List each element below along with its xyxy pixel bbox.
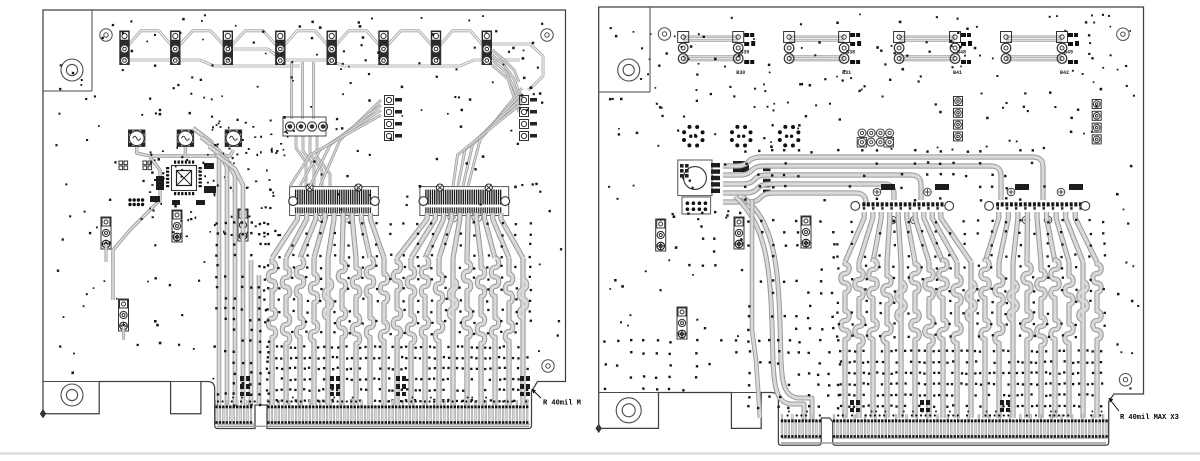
svg-text:B30: B30 bbox=[736, 70, 745, 76]
svg-text:R 40mil MAX X3: R 40mil MAX X3 bbox=[1120, 414, 1179, 422]
svg-text:B39: B39 bbox=[740, 50, 749, 56]
svg-text:B42: B42 bbox=[1060, 70, 1069, 76]
svg-text:B41: B41 bbox=[953, 70, 962, 76]
svg-text:B48: B48 bbox=[957, 50, 966, 56]
svg-text:R 40mil M: R 40mil M bbox=[543, 400, 581, 408]
svg-text:B49: B49 bbox=[1064, 50, 1073, 56]
svg-text:B38: B38 bbox=[846, 50, 855, 56]
svg-text:B31: B31 bbox=[842, 70, 851, 76]
